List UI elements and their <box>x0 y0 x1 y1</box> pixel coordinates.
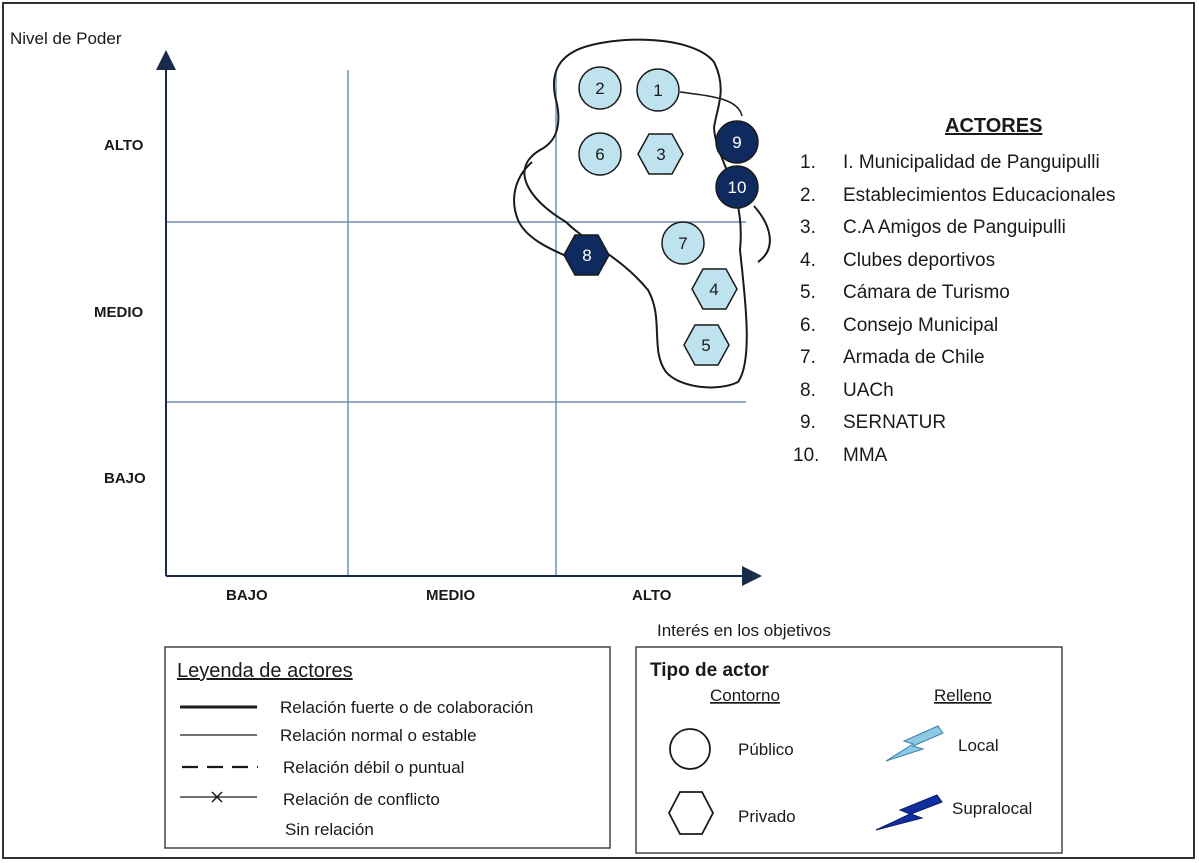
x-level-alto: ALTO <box>632 587 672 604</box>
local-bolt-icon <box>885 725 944 762</box>
node-7-shape <box>661 221 705 265</box>
relation-line-1-9 <box>679 91 743 117</box>
node-5: 5 <box>683 324 730 366</box>
group-contour-right <box>753 205 771 263</box>
quadrant-grid <box>166 70 746 576</box>
legend-label-weak: Relación débil o puntual <box>283 758 464 777</box>
node-8: 8 <box>563 234 610 276</box>
y-level-alto: ALTO <box>104 137 144 154</box>
contour-heading: Contorno <box>710 686 780 705</box>
actor-label-5: Cámara de Turismo <box>843 282 1010 303</box>
actor-type-title: Tipo de actor <box>650 660 770 681</box>
x-level-medio: MEDIO <box>426 587 476 604</box>
actor-label-9: SERNATUR <box>843 412 946 433</box>
node-1-label: 1 <box>653 81 662 100</box>
node-2-shape <box>578 66 622 110</box>
y-axis-title: Nivel de Poder <box>10 29 122 48</box>
supralocal-label: Supralocal <box>952 799 1032 818</box>
private-label: Privado <box>738 807 796 826</box>
node-10-shape <box>715 165 759 209</box>
relation-legend-box <box>164 646 611 849</box>
actors-title: ACTORES <box>945 115 1042 137</box>
y-level-medio: MEDIO <box>94 304 144 321</box>
node-9: 9 <box>715 120 759 164</box>
private-hexagon-icon <box>667 791 715 835</box>
actors-list: ACTORES 1. I. Municipalidad de Panguipul… <box>793 115 1116 466</box>
node-8-shape <box>563 234 610 276</box>
group-contour <box>523 38 748 389</box>
relation-legend-title: Leyenda de actores <box>177 660 353 682</box>
actor-label-3: C.A Amigos de Panguipulli <box>843 217 1066 238</box>
actor-num-9: 9. <box>800 412 816 433</box>
actor-label-7: Armada de Chile <box>843 347 985 368</box>
node-4-shape <box>691 268 738 310</box>
public-circle-icon <box>669 728 711 770</box>
actor-num-8: 8. <box>800 380 816 401</box>
node-10-label: 10 <box>728 178 747 197</box>
node-3: 3 <box>637 133 684 175</box>
supralocal-bolt-icon <box>875 794 943 831</box>
actor-num-3: 3. <box>800 217 816 238</box>
y-level-bajo: BAJO <box>104 470 146 487</box>
legend-label-strong: Relación fuerte o de colaboración <box>280 698 533 717</box>
actor-num-1: 1. <box>800 152 816 173</box>
actor-label-8: UACh <box>843 380 894 401</box>
actor-num-2: 2. <box>800 185 816 206</box>
node-4-label: 4 <box>709 280 718 299</box>
node-6-shape <box>578 132 622 176</box>
actor-label-2: Establecimientos Educacionales <box>843 185 1116 206</box>
actor-num-6: 6. <box>800 315 816 336</box>
conflict-cross-icon <box>211 791 223 803</box>
node-4: 4 <box>691 268 738 310</box>
node-3-shape <box>637 133 684 175</box>
actor-label-6: Consejo Municipal <box>843 315 998 336</box>
actor-num-10: 10. <box>793 445 819 466</box>
x-axis-title: Interés en los objetivos <box>657 621 831 640</box>
actor-num-4: 4. <box>800 250 816 271</box>
public-label: Público <box>738 740 794 759</box>
legend-label-none: Sin relación <box>285 820 374 839</box>
node-7: 7 <box>661 221 705 265</box>
group-contour-tail <box>513 161 567 257</box>
node-2-label: 2 <box>595 79 604 98</box>
node-5-label: 5 <box>701 336 710 355</box>
actor-label-1: I. Municipalidad de Panguipulli <box>843 152 1100 173</box>
actor-type-legend: Tipo de actor Contorno Relleno Público P… <box>635 646 1063 854</box>
x-level-bajo: BAJO <box>226 587 268 604</box>
local-label: Local <box>958 736 999 755</box>
node-3-label: 3 <box>656 145 665 164</box>
node-6-label: 6 <box>595 145 604 164</box>
actor-num-7: 7. <box>800 347 816 368</box>
node-9-label: 9 <box>732 133 741 152</box>
legend-label-normal: Relación normal o estable <box>280 726 477 745</box>
relation-legend: Leyenda de actores Relación fuerte o de … <box>164 646 611 849</box>
node-8-label: 8 <box>582 246 591 265</box>
actor-label-10: MMA <box>843 445 888 466</box>
node-6: 6 <box>578 132 622 176</box>
fill-heading: Relleno <box>934 686 992 705</box>
legend-label-conflict: Relación de conflicto <box>283 790 440 809</box>
node-5-shape <box>683 324 730 366</box>
node-2: 2 <box>578 66 622 110</box>
node-1-shape <box>636 68 680 112</box>
actor-num-5: 5. <box>800 282 816 303</box>
actor-label-4: Clubes deportivos <box>843 250 995 271</box>
node-7-label: 7 <box>678 234 687 253</box>
node-1: 1 <box>636 68 680 112</box>
node-10: 10 <box>715 165 759 209</box>
node-9-shape <box>715 120 759 164</box>
